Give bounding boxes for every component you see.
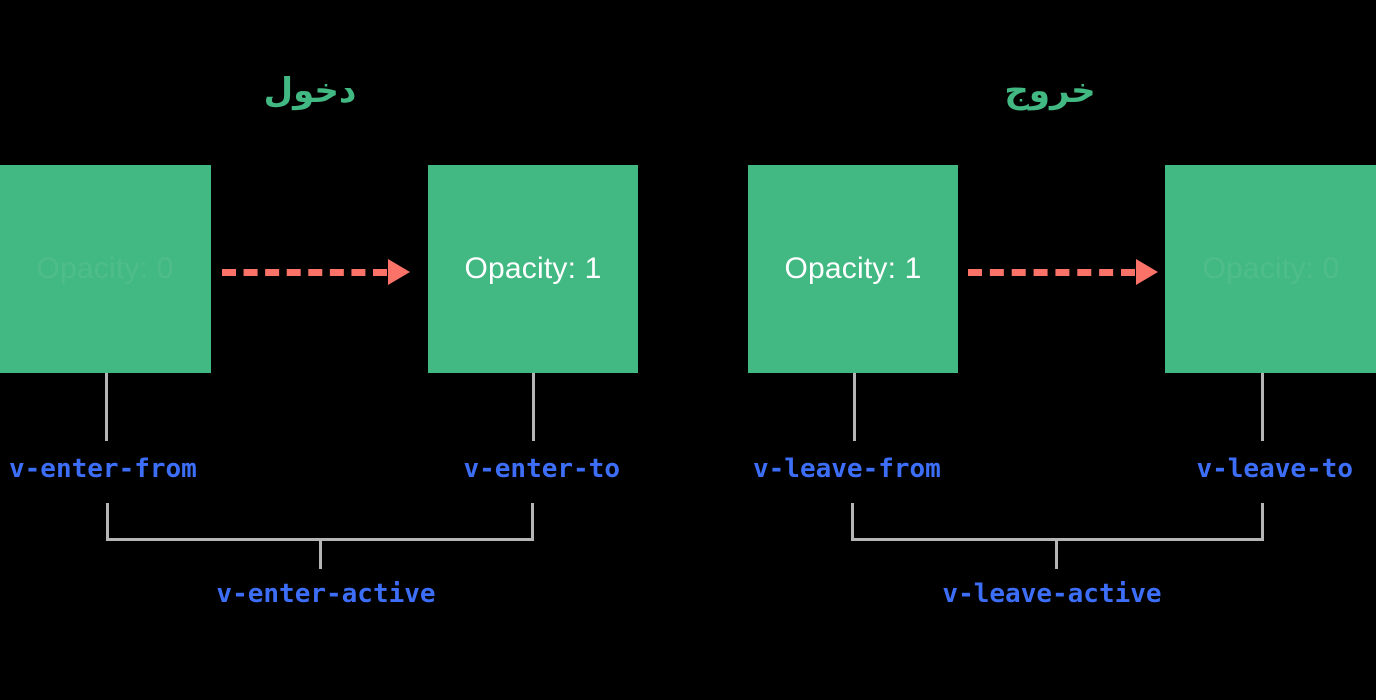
- state-box-enter-to-label: Opacity: 1: [464, 252, 602, 285]
- state-box-leave-to: Opacity: 0: [1165, 165, 1376, 373]
- stem-leave-to: [1261, 373, 1264, 441]
- group-title-leave: خروج: [1004, 71, 1096, 111]
- class-label-v-leave-to: v-leave-to: [1196, 454, 1353, 484]
- state-box-enter-from: Opacity: 0: [0, 165, 211, 373]
- bracket-leave-active: [851, 503, 1264, 541]
- group-title-enter: دخول: [263, 71, 357, 111]
- state-box-enter-to: Opacity: 1: [428, 165, 638, 373]
- stem-enter-from: [105, 373, 108, 441]
- arrow-head-leave: [1136, 259, 1158, 285]
- class-label-v-enter-from: v-enter-from: [9, 454, 197, 484]
- class-label-v-leave-active: v-leave-active: [942, 579, 1162, 609]
- state-box-enter-from-label: Opacity: 0: [36, 252, 174, 285]
- arrow-line-leave: [968, 268, 1135, 276]
- state-box-leave-to-label: Opacity: 0: [1202, 252, 1340, 285]
- stem-enter-active: [319, 541, 322, 569]
- transition-arrow-enter: [222, 259, 410, 285]
- stem-enter-to: [532, 373, 535, 441]
- class-label-v-enter-to: v-enter-to: [463, 454, 620, 484]
- stem-leave-from: [853, 373, 856, 441]
- stem-leave-active: [1055, 541, 1058, 569]
- class-label-v-enter-active: v-enter-active: [216, 579, 436, 609]
- transition-arrow-leave: [968, 259, 1158, 285]
- class-label-v-leave-from: v-leave-from: [753, 454, 941, 484]
- state-box-leave-from-label: Opacity: 1: [784, 252, 922, 285]
- arrow-head-enter: [388, 259, 410, 285]
- state-box-leave-from: Opacity: 1: [748, 165, 958, 373]
- bracket-enter-active: [106, 503, 534, 541]
- arrow-line-enter: [222, 268, 387, 276]
